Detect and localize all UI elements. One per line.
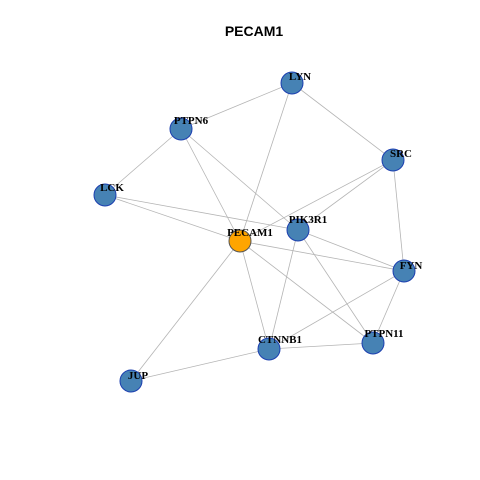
- node-label-src: SRC: [390, 148, 412, 160]
- node-label-lyn: LYN: [289, 71, 311, 83]
- edge-ptpn6-pik3r1: [180, 128, 299, 231]
- edge-pik3r1-fyn: [297, 229, 405, 272]
- edges-layer: [104, 82, 405, 382]
- edge-lyn-src: [291, 82, 394, 161]
- node-pik3r1: PIK3R1: [286, 214, 328, 242]
- node-lck: LCK: [93, 182, 124, 207]
- node-label-ctnnb1: CTNNB1: [258, 334, 302, 346]
- node-label-ptpn6: PTPN6: [174, 115, 209, 127]
- node-circle-lck: [93, 183, 117, 207]
- node-ctnnb1: CTNNB1: [257, 334, 302, 361]
- edge-pik3r1-ptpn11: [297, 229, 374, 344]
- node-circle-fyn: [392, 259, 416, 283]
- node-ptpn11: PTPN11: [361, 328, 404, 355]
- edge-src-pik3r1: [297, 159, 394, 231]
- graph-title: PECAM1: [225, 23, 284, 39]
- node-circle-ctnnb1: [257, 337, 281, 361]
- node-circle-lyn: [280, 71, 304, 95]
- node-circle-pik3r1: [286, 218, 310, 242]
- node-jup: JUP: [119, 369, 148, 393]
- node-src: SRC: [381, 148, 412, 172]
- edge-fyn-ctnnb1: [268, 270, 405, 350]
- node-circle-pecam1: [228, 229, 252, 253]
- node-label-jup: JUP: [128, 370, 148, 382]
- node-lyn: LYN: [280, 71, 311, 95]
- edge-lyn-ptpn6: [180, 82, 293, 130]
- node-circle-ptpn11: [361, 331, 385, 355]
- edge-pecam1-ctnnb1: [239, 240, 270, 350]
- edge-pecam1-ptpn11: [239, 240, 374, 344]
- edge-pecam1-jup: [130, 240, 241, 382]
- edge-lyn-pecam1: [239, 82, 293, 242]
- edge-pecam1-fyn: [239, 240, 405, 272]
- edge-ctnnb1-ptpn11: [268, 342, 374, 350]
- node-fyn: FYN: [392, 259, 423, 283]
- edge-src-pecam1: [239, 159, 394, 242]
- node-label-fyn: FYN: [400, 260, 423, 272]
- node-label-ptpn11: PTPN11: [364, 328, 403, 340]
- node-pecam1: PECAM1: [227, 227, 273, 253]
- node-label-pecam1: PECAM1: [227, 227, 273, 239]
- node-ptpn6: PTPN6: [169, 115, 209, 141]
- edge-fyn-ptpn11: [372, 270, 405, 344]
- edge-ctnnb1-jup: [130, 348, 270, 382]
- edge-pik3r1-ctnnb1: [268, 229, 299, 350]
- node-circle-ptpn6: [169, 117, 193, 141]
- edge-lck-pik3r1: [104, 194, 299, 231]
- edge-src-fyn: [392, 159, 405, 272]
- node-circle-src: [381, 148, 405, 172]
- edge-ptpn6-lck: [104, 128, 182, 196]
- node-label-lck: LCK: [100, 182, 124, 194]
- node-label-pik3r1: PIK3R1: [289, 214, 328, 226]
- edge-ptpn6-pecam1: [180, 128, 241, 242]
- edge-lck-pecam1: [104, 194, 241, 242]
- node-circle-jup: [119, 369, 143, 393]
